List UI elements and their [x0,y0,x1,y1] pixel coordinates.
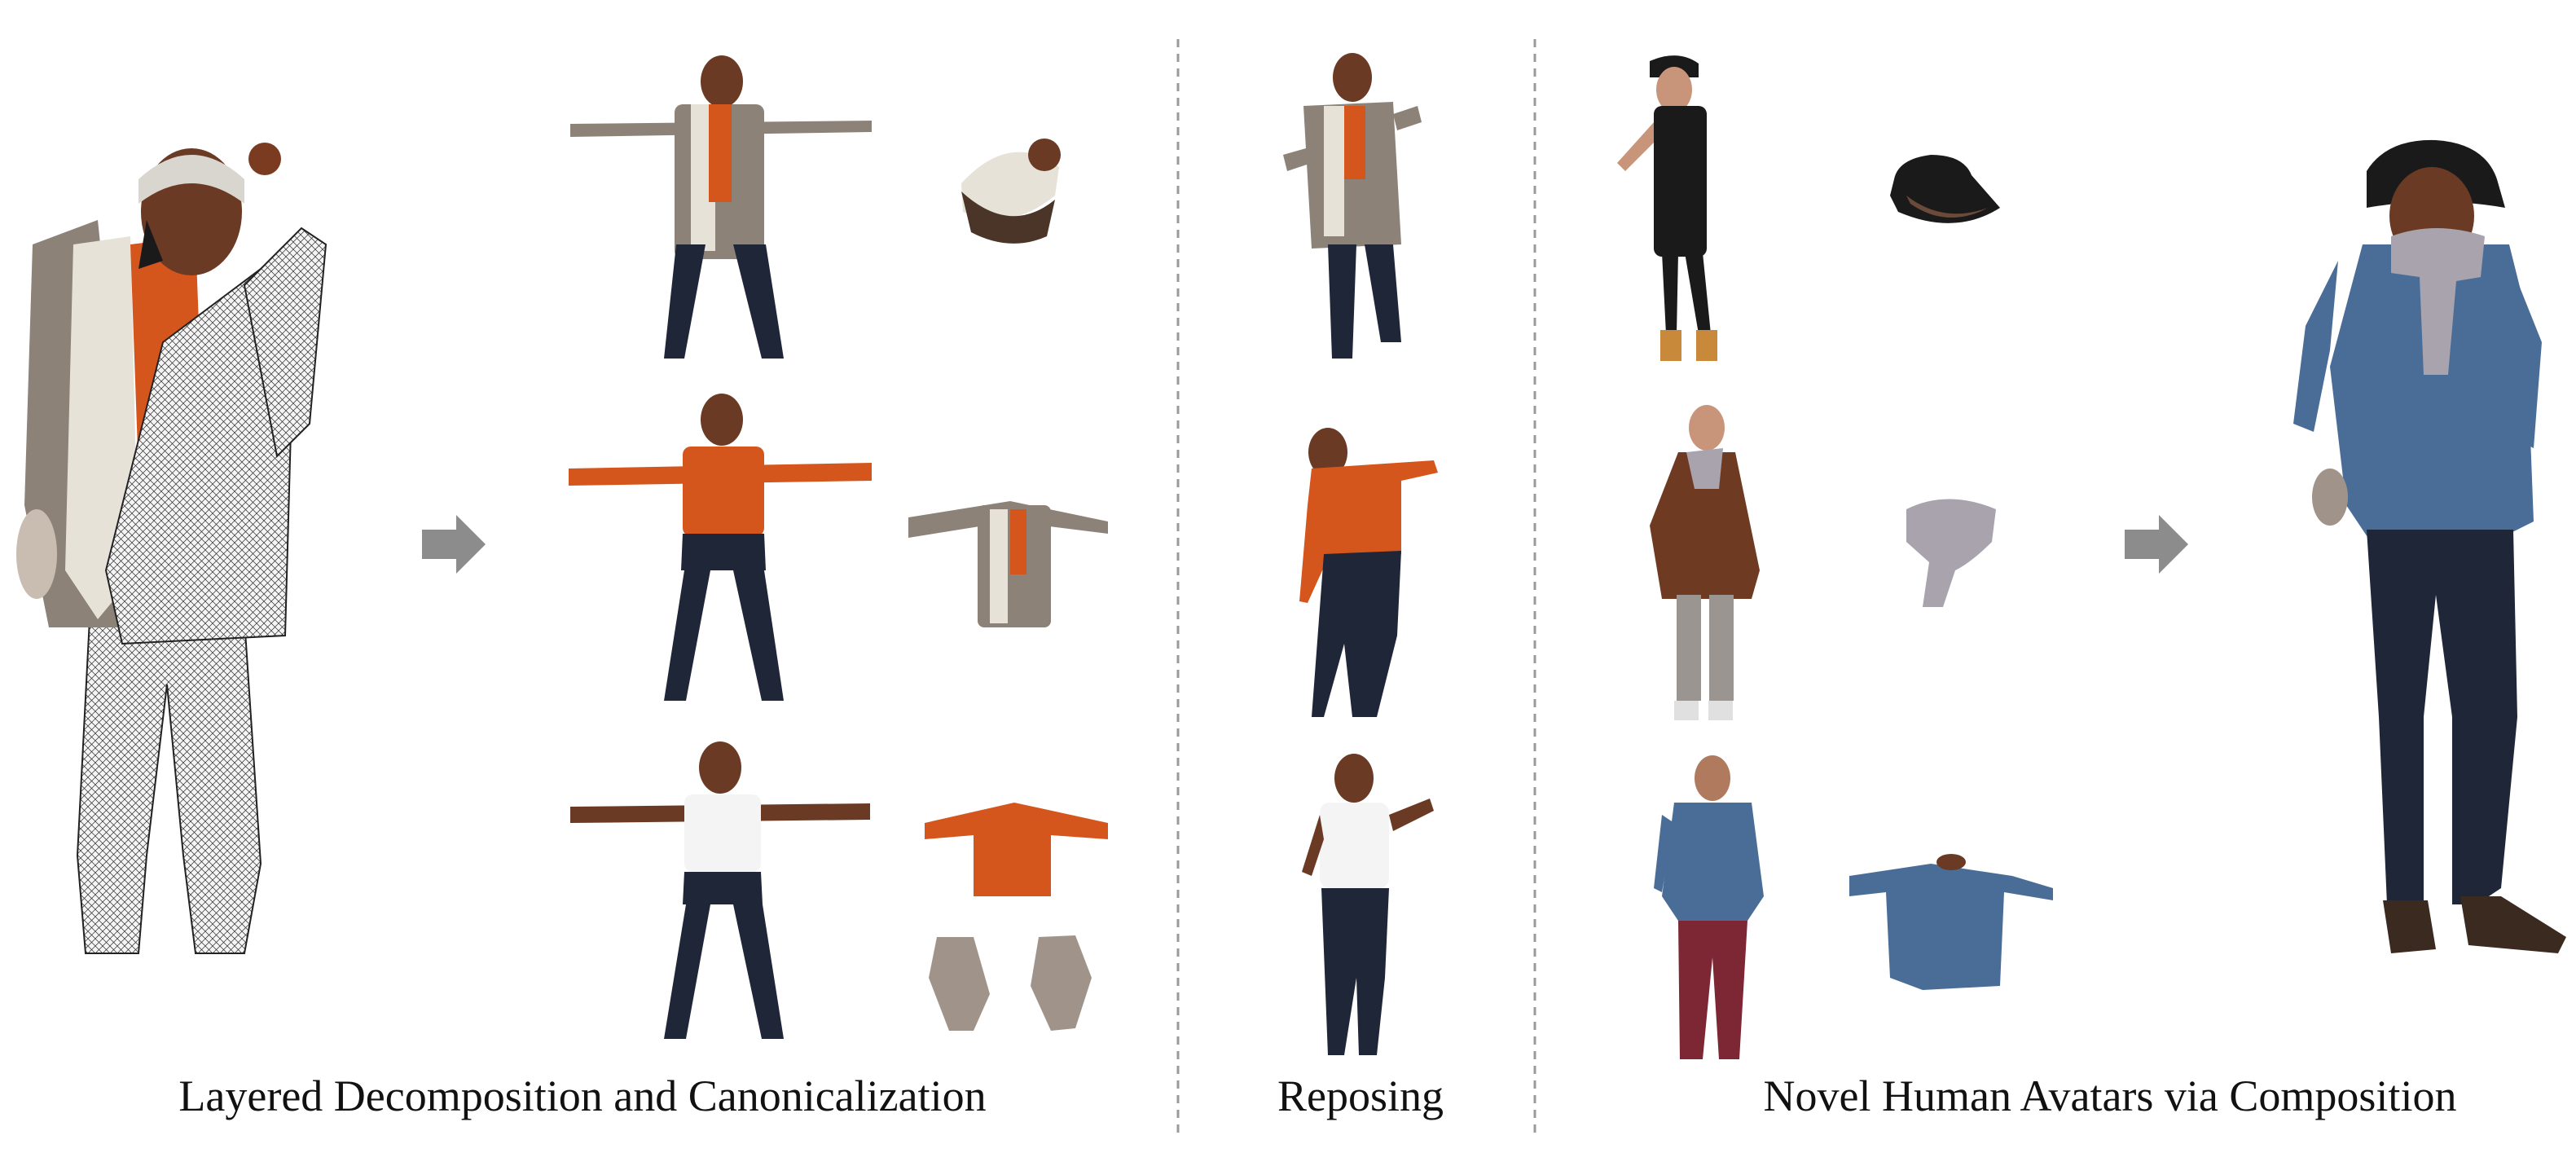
garment-turtleneck [925,803,1108,896]
reposed-avatar-tshirt [1302,754,1434,1055]
garment-beanie [961,139,1061,244]
caption-decomposition: Layered Decomposition and Canonicalizati… [178,1071,987,1120]
reposed-avatar-cardigan [1283,53,1422,359]
tpose-layer-cardigan [570,55,872,359]
arrow-right-icon [422,515,486,574]
composed-novel-avatar [2293,139,2566,953]
arrow-right-icon [2125,515,2188,574]
source-avatar-mesh [16,143,327,954]
garment-cardigan [908,501,1108,627]
garment-denim-shirt [1849,854,2053,990]
garment-bucket-hat [1890,155,2000,223]
source-person-denim-shirt [1654,755,1764,1059]
garment-gloves [929,935,1092,1031]
tpose-layer-tshirt [570,741,870,1039]
source-person-brown-coat [1650,405,1760,720]
caption-reposing: Reposing [1277,1071,1444,1120]
tpose-layer-turtleneck [569,394,872,701]
garment-scarf [1906,499,1996,607]
reposed-avatar-turtleneck [1299,428,1438,717]
caption-composition: Novel Human Avatars via Composition [1763,1071,2457,1120]
source-person-black-outfit [1617,55,1717,361]
